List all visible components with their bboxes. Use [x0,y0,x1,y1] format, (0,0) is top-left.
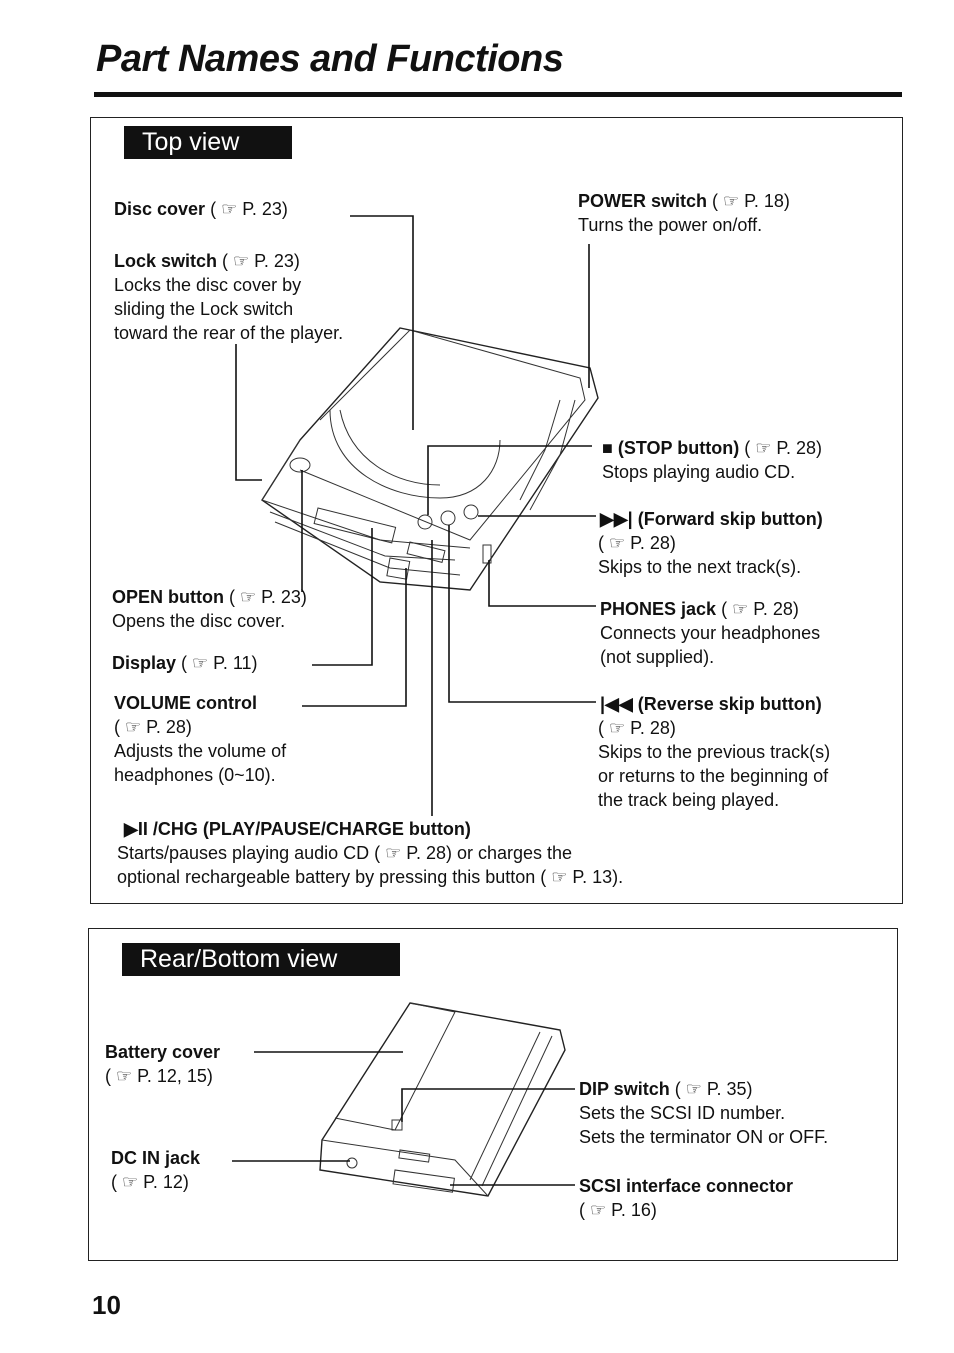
volume-label: VOLUME control [114,693,257,713]
rear-view-header: Rear/Bottom view [122,943,400,976]
volume-ref: ( ☞ P. 28) [114,717,192,737]
stop-button-label: ■ (STOP button) ( ☞ P. 28) [602,438,823,458]
dc-in-label: DC IN jack [111,1148,201,1168]
reverse-skip-desc: Skips to the previous track(s) or return… [598,742,831,810]
cd-player-illustration [261,327,599,591]
phones-jack-desc: Connects your headphones (not supplied). [600,623,821,667]
stop-button-desc: Stops playing audio CD. [602,462,796,482]
scsi-ref: ( ☞ P. 16) [579,1200,657,1220]
lock-switch-label: Lock switch ( ☞ P. 23) [114,251,300,271]
open-button-label: OPEN button ( ☞ P. 23) [112,587,307,607]
phones-jack-label: PHONES jack ( ☞ P. 28) [600,599,799,619]
forward-skip-desc: Skips to the next track(s). [598,557,802,577]
battery-cover-ref: ( ☞ P. 12, 15) [105,1066,213,1086]
reverse-skip-label: |◀◀ (Reverse skip button) [600,694,822,714]
volume-desc: Adjusts the volume of headphones (0~10). [114,741,287,785]
power-switch-label: POWER switch ( ☞ P. 18) [578,191,790,211]
dip-switch-desc: Sets the SCSI ID number. Sets the termin… [579,1103,829,1147]
disc-cover-label: Disc cover ( ☞ P. 23) [114,199,288,219]
page-number: 10 [92,1290,121,1320]
display-label: Display ( ☞ P. 11) [112,653,258,673]
top-view-panel [90,117,903,904]
page-title: Part Names and Functions [96,38,564,80]
battery-cover-label: Battery cover [105,1042,221,1062]
open-button-desc: Opens the disc cover. [112,611,286,631]
power-switch-desc: Turns the power on/off. [578,215,763,235]
scsi-label: SCSI interface connector [579,1176,794,1196]
forward-skip-label: ▶▶| (Forward skip button) [600,509,823,529]
title-rule [94,92,902,97]
dip-switch-label: DIP switch ( ☞ P. 35) [579,1079,753,1099]
dc-in-ref: ( ☞ P. 12) [111,1172,189,1192]
reverse-skip-ref: ( ☞ P. 28) [598,718,676,738]
play-pause-desc: Starts/pauses playing audio CD ( ☞ P. 28… [117,843,624,887]
lock-switch-desc: Locks the disc cover by sliding the Lock… [114,275,344,343]
forward-skip-ref: ( ☞ P. 28) [598,533,676,553]
play-pause-label: ▶II /CHG (PLAY/PAUSE/CHARGE button) [124,819,471,839]
top-view-header: Top view [124,126,292,159]
rear-view-panel [88,928,898,1261]
